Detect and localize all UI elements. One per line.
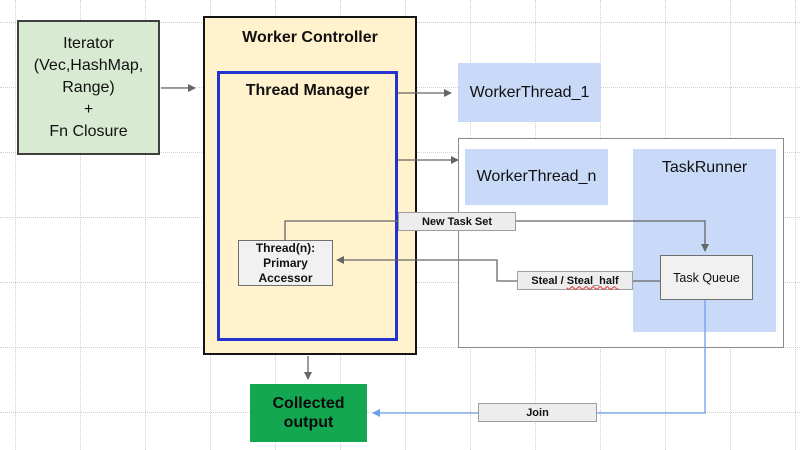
node-task-queue: Task Queue: [660, 255, 753, 300]
worker-thread-1-label: WorkerThread_1: [469, 83, 590, 101]
worker-thread-n-label: WorkerThread_n: [476, 168, 597, 185]
edge-label-steal: Steal / Steal_half: [517, 271, 633, 290]
thread-accessor-line: Primary: [263, 255, 308, 270]
task-runner-title: TaskRunner: [661, 159, 748, 176]
join-text: Join: [526, 406, 549, 419]
grid-line: [795, 0, 796, 450]
thread-accessor-line: Accessor: [258, 270, 313, 285]
node-worker-thread-1: WorkerThread_1: [458, 63, 601, 122]
steal-half-text: Steal_half: [566, 274, 619, 287]
node-iterator: Iterator (Vec,HashMap, Range) + Fn Closu…: [17, 20, 160, 155]
grid-line: [0, 412, 800, 413]
iterator-line: Fn Closure: [49, 122, 128, 140]
thread-manager-title: Thread Manager: [245, 82, 370, 99]
edge-label-new-task-set: New Task Set: [398, 212, 516, 231]
iterator-line: (Vec,HashMap,: [33, 56, 144, 74]
node-collected-output: Collected output: [250, 384, 367, 442]
new-task-set-text: New Task Set: [421, 215, 493, 228]
grid-line: [80, 0, 81, 450]
node-task-runner: TaskRunner: [633, 149, 776, 332]
iterator-line: Range): [62, 78, 115, 96]
steal-text: Steal /: [531, 274, 567, 287]
collected-output-line: Collected: [272, 395, 345, 412]
node-thread-accessor: Thread(n): Primary Accessor: [238, 240, 333, 286]
grid-line: [145, 0, 146, 450]
thread-accessor-line: Thread(n):: [255, 240, 316, 255]
grid-line: [15, 0, 16, 450]
iterator-line: +: [83, 100, 94, 118]
collected-output-line: output: [283, 414, 334, 431]
node-worker-thread-n: WorkerThread_n: [465, 149, 608, 205]
iterator-line: Iterator: [63, 34, 114, 52]
edge-label-join: Join: [478, 403, 597, 422]
task-queue-label: Task Queue: [673, 270, 740, 285]
node-thread-manager: Thread Manager: [217, 71, 398, 341]
worker-controller-title: Worker Controller: [242, 29, 378, 46]
